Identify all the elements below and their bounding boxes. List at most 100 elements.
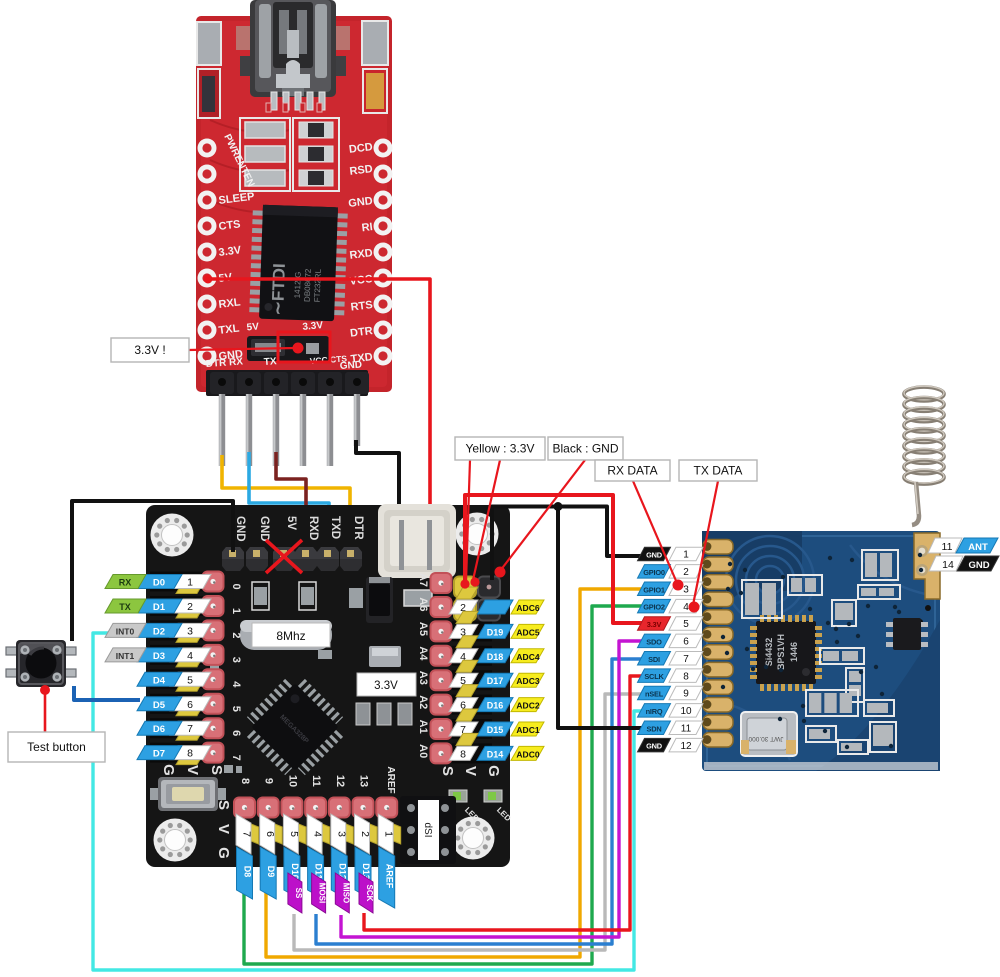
svg-text:D19: D19	[487, 627, 504, 637]
svg-text:1446: 1446	[789, 642, 799, 662]
svg-text:nSEL: nSEL	[645, 690, 664, 699]
svg-text:G: G	[485, 765, 502, 777]
svg-text:TXL: TXL	[218, 323, 240, 337]
svg-text:4: 4	[683, 602, 689, 613]
svg-text:RX: RX	[119, 578, 132, 588]
svg-text:SDI: SDI	[648, 655, 660, 664]
svg-text:0: 0	[230, 583, 242, 589]
svg-text:11: 11	[681, 724, 692, 735]
svg-text:D7: D7	[153, 749, 165, 760]
svg-text:5: 5	[230, 706, 242, 712]
svg-text:GND: GND	[218, 348, 244, 363]
svg-text:A0: A0	[417, 744, 429, 758]
svg-text:8: 8	[187, 748, 193, 760]
svg-text:D8: D8	[243, 866, 253, 878]
svg-text:3: 3	[230, 657, 242, 663]
svg-text:5V: 5V	[246, 321, 259, 333]
svg-text:2: 2	[359, 831, 371, 837]
svg-text:A4: A4	[417, 646, 429, 661]
svg-text:V: V	[184, 765, 201, 775]
svg-text:A6: A6	[417, 597, 429, 611]
svg-text:5: 5	[288, 831, 300, 837]
svg-text:14: 14	[942, 559, 954, 571]
svg-text:TXD: TXD	[329, 516, 341, 539]
svg-text:2: 2	[460, 602, 466, 614]
svg-text:8: 8	[239, 778, 251, 784]
svg-text:1: 1	[230, 608, 242, 614]
svg-text:G: G	[160, 764, 177, 776]
svg-text:D10: D10	[290, 863, 300, 880]
svg-text:D3: D3	[153, 651, 165, 662]
svg-text:6: 6	[264, 831, 276, 837]
svg-text:RTS: RTS	[350, 299, 373, 314]
svg-text:5: 5	[683, 619, 689, 630]
svg-text:GND: GND	[258, 516, 270, 542]
svg-text:D18: D18	[487, 652, 504, 662]
svg-text:A7: A7	[417, 573, 429, 587]
svg-text:TX: TX	[263, 356, 277, 368]
svg-text:D4: D4	[153, 675, 166, 686]
svg-text:∼FTDI: ∼FTDI	[268, 263, 289, 316]
svg-text:6: 6	[230, 730, 242, 736]
svg-text:TX DATA: TX DATA	[694, 464, 743, 478]
svg-text:A1: A1	[417, 720, 429, 734]
svg-text:GND: GND	[646, 551, 663, 560]
svg-text:5: 5	[187, 674, 193, 686]
svg-text:AREF: AREF	[385, 864, 395, 889]
svg-text:7: 7	[241, 831, 253, 837]
svg-text:GND: GND	[339, 359, 362, 372]
svg-text:3.3V: 3.3V	[647, 620, 662, 629]
svg-text:D1: D1	[153, 602, 166, 613]
svg-text:Test button: Test button	[27, 740, 86, 754]
svg-text:DTR: DTR	[349, 325, 373, 340]
svg-text:G: G	[215, 847, 232, 859]
svg-text:RXL: RXL	[218, 296, 242, 311]
svg-text:6: 6	[460, 700, 466, 712]
svg-text:8: 8	[683, 671, 689, 682]
svg-text:D9: D9	[266, 866, 276, 878]
svg-text:3.3V: 3.3V	[218, 244, 243, 259]
svg-text:S: S	[215, 800, 232, 810]
svg-text:2: 2	[683, 567, 689, 578]
svg-text:TX: TX	[119, 602, 131, 612]
svg-text:RSD: RSD	[349, 163, 374, 178]
svg-text:GPIO2: GPIO2	[643, 603, 665, 612]
svg-text:D2: D2	[153, 626, 165, 637]
svg-text:9: 9	[263, 778, 275, 784]
svg-text:D17: D17	[487, 676, 504, 686]
svg-text:10: 10	[286, 775, 298, 787]
svg-text:ADC2: ADC2	[516, 701, 539, 711]
svg-text:10: 10	[680, 706, 692, 717]
svg-text:3: 3	[335, 831, 347, 837]
svg-text:GND: GND	[968, 560, 989, 571]
svg-text:A2: A2	[417, 695, 429, 709]
svg-text:ADC6: ADC6	[516, 603, 539, 613]
svg-text:11: 11	[310, 775, 322, 787]
svg-text:3.3V: 3.3V	[302, 320, 324, 333]
svg-text:MOSI: MOSI	[318, 883, 327, 903]
svg-text:5: 5	[460, 675, 466, 687]
svg-text:6: 6	[683, 637, 689, 648]
svg-text:DTR: DTR	[352, 516, 364, 540]
svg-text:MISO: MISO	[341, 883, 350, 903]
svg-text:3: 3	[460, 626, 466, 638]
svg-text:DTR RX: DTR RX	[205, 356, 243, 370]
svg-text:AREF: AREF	[385, 766, 396, 793]
svg-text:GND: GND	[646, 742, 663, 751]
svg-text:D0: D0	[153, 578, 165, 589]
svg-text:Yellow : 3.3V: Yellow : 3.3V	[466, 442, 535, 456]
svg-text:RI: RI	[361, 221, 373, 234]
svg-text:INT0: INT0	[116, 626, 135, 636]
svg-text:ADC0: ADC0	[516, 749, 539, 759]
svg-text:CTS: CTS	[218, 218, 241, 233]
svg-text:Black : GND: Black : GND	[552, 442, 618, 456]
svg-text:3: 3	[187, 625, 193, 637]
svg-text:4: 4	[230, 681, 242, 688]
svg-text:D16: D16	[487, 701, 504, 711]
svg-text:D13: D13	[361, 863, 371, 880]
svg-text:ADC1: ADC1	[516, 725, 539, 735]
svg-text:1412-G: 1412-G	[293, 271, 303, 298]
svg-text:DCD: DCD	[348, 141, 373, 156]
svg-text:12: 12	[680, 741, 692, 752]
svg-text:7: 7	[187, 723, 193, 735]
